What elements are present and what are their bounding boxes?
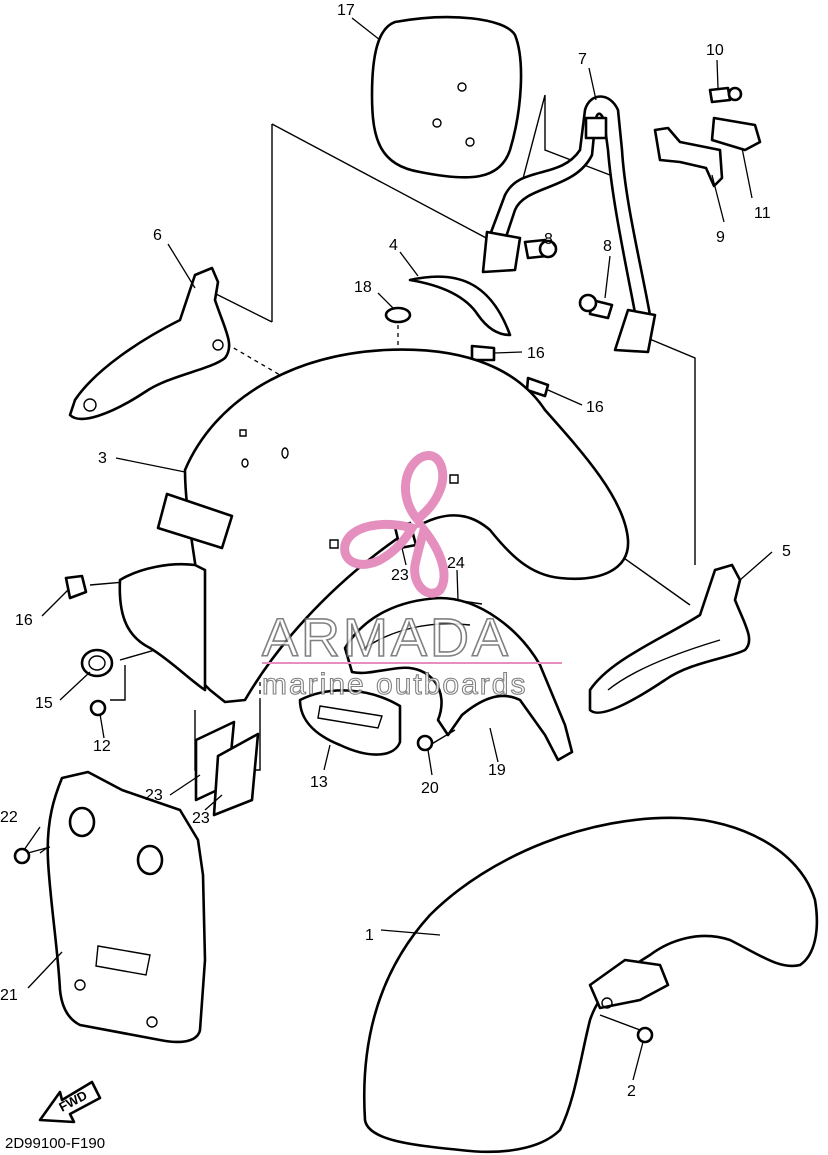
- callout-7: 7: [578, 51, 587, 68]
- watermark-logo: [340, 451, 449, 598]
- callout-6: 6: [153, 227, 162, 244]
- callout-23a: 23: [145, 787, 163, 804]
- callout-9: 17: [337, 2, 355, 19]
- callout-16c: 16: [15, 612, 33, 629]
- callout-16b: 16: [586, 399, 604, 416]
- callout-leaders: [23, 17, 773, 1081]
- part-21-bolt: [13, 846, 51, 865]
- part-20-side-cover: [46, 770, 207, 1044]
- part-17-washer: [384, 306, 412, 324]
- part-18-inner-fender: [343, 596, 574, 762]
- callout-22: 23: [391, 567, 409, 584]
- part-7-backrest-bar: [481, 95, 657, 354]
- callout-4: 4: [389, 237, 398, 254]
- callout-8a: 8: [544, 231, 553, 248]
- callout-18: 19: [488, 762, 506, 779]
- callout-19: 20: [421, 780, 439, 797]
- part-8-bolts: [523, 238, 614, 320]
- part-24-clip: [454, 599, 483, 605]
- part-23-tape: [194, 720, 260, 817]
- part-16-grommets: [64, 344, 550, 600]
- callout-14: 13: [310, 774, 328, 791]
- callout-20: 21: [0, 987, 18, 1004]
- callout-1: 1: [365, 927, 374, 944]
- callout-24: 24: [447, 555, 465, 572]
- part-19-screw: [416, 734, 434, 752]
- callout-8b: 8: [603, 238, 612, 255]
- part-4-flap: [408, 275, 512, 337]
- callout-5: 5: [782, 543, 791, 560]
- part-5-grab-rail: [588, 563, 751, 714]
- watermark: ARMADA marine outboards: [261, 451, 562, 702]
- callout-21: 22: [0, 809, 18, 826]
- callout-16a: 16: [527, 345, 545, 362]
- callout-11: 10: [706, 42, 724, 59]
- part-13-bolt: [89, 699, 107, 717]
- part-15-grommet: [80, 648, 114, 678]
- callout-13: 12: [93, 738, 111, 755]
- part-9-backrest-pad: [370, 15, 523, 179]
- diagram-code: 2D99100-F190: [5, 1135, 105, 1152]
- part-14-reflector: [298, 689, 402, 756]
- callout-labels: 17 7 10 11 9 8 8 6 4 18 16 16 3 5 16 15 …: [0, 2, 791, 1100]
- watermark-brand: ARMADA: [262, 608, 511, 668]
- callout-12: 11: [754, 205, 771, 222]
- fwd-arrow: FWD: [38, 1080, 102, 1124]
- callout-23b: 23: [192, 810, 210, 827]
- watermark-tagline: marine outboards: [262, 668, 527, 701]
- part-6-grab-rail: [68, 266, 231, 421]
- part-2-bolt: [636, 1026, 654, 1044]
- callout-10: 9: [716, 229, 725, 246]
- callout-17: 18: [354, 279, 372, 296]
- part-1-front-fender: [363, 816, 819, 1154]
- callout-2: 2: [627, 1083, 636, 1100]
- callout-15: 15: [35, 695, 53, 712]
- callout-3: 3: [98, 450, 107, 467]
- part-10-11-12-bracket: [653, 86, 762, 188]
